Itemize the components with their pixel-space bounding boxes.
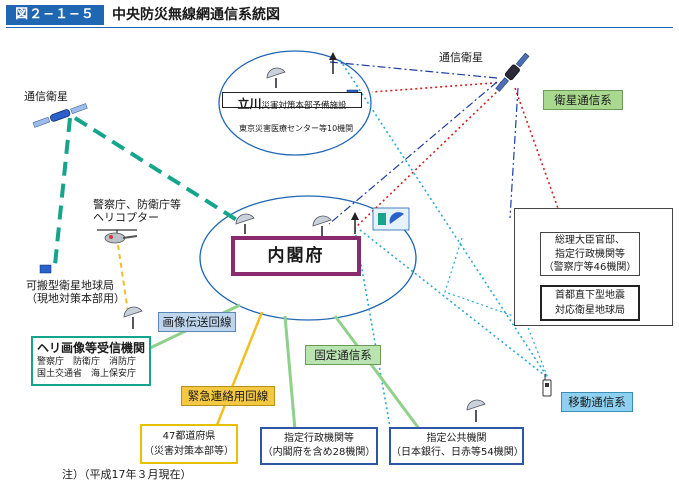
cabinet-office-label: 内閣府 (267, 246, 325, 266)
dish-antenna-icon (266, 67, 286, 88)
mobile-links (339, 59, 549, 456)
satellite-icon-right (495, 52, 530, 92)
teal-satellite-link (53, 116, 242, 266)
helicopter-icon (97, 229, 138, 244)
dish-antenna-icon (466, 399, 486, 422)
figure-number: 図２−１−５ (6, 5, 104, 25)
heli-receiver-row2: 国土交通省 海上保安庁 (37, 369, 137, 379)
mobile-station-label-1: 可搬型衛星地球局 (26, 279, 114, 292)
quake-station-line2: 対応衛星地球局 (555, 305, 625, 316)
cabinet-agencies-box: 総理大臣官邸、 指定行政機関等 （警察庁等46機関） (540, 232, 640, 276)
cabinet-ellipse (199, 195, 417, 321)
gov-agencies-line2: （内閣府を含め28機関） (262, 447, 376, 458)
red-satellite-links (354, 81, 561, 229)
blue-satellite-links (328, 61, 519, 225)
mast-antenna-icon (329, 52, 337, 74)
public-institutions-box: 指定公共機関 （日本銀行、日赤等54機関） (389, 427, 524, 465)
cabinet-office-box: 内閣府 (231, 236, 361, 276)
public-institutions-line1: 指定公共機関 (426, 433, 487, 444)
dish-antenna-icon (123, 306, 143, 329)
heli-receiver-title: ヘリ画像等受信機関 (37, 341, 146, 355)
tachikawa-main: 立川 (237, 97, 262, 111)
dish-antenna-icon (235, 213, 255, 234)
tachikawa-box: 立川災害対策本部予備施設 (222, 92, 362, 111)
figure-title: 中央防災無線網通信系統図 (112, 7, 280, 23)
dish-antenna-icon (312, 215, 332, 236)
gov-agencies-box: 指定行政機関等 （内閣府を含め28機関） (260, 427, 378, 465)
cabinet-agencies-line1: 総理大臣官邸、 (555, 235, 625, 246)
tag-mobile-route: 移動通信系 (561, 392, 633, 412)
header-rule (6, 27, 673, 28)
helicopter-label-2: ヘリコプター (93, 211, 159, 224)
quake-station-line1: 首都直下型地震 (555, 290, 625, 301)
tag-emergency-route: 緊急連絡用回線 (181, 386, 275, 406)
prefectures-line2: （災害対策本部等） (144, 446, 234, 457)
gov-agencies-line1: 指定行政機関等 (284, 433, 354, 444)
earth-station-icon (39, 264, 52, 274)
handheld-radio-icon (542, 374, 552, 397)
earth-station-icon (372, 207, 410, 231)
satellite-label-right: 通信衛星 (439, 51, 483, 64)
helicopter-label-1: 警察庁、防衛庁等 (93, 198, 181, 211)
tachikawa-sub: 災害対策本部予備施設 (261, 101, 347, 111)
cabinet-agencies-line2: 指定行政機関等 (555, 248, 625, 260)
heli-receiver-box: ヘリ画像等受信機関 警察庁 防衛庁 消防庁 国土交通省 海上保安庁 (31, 336, 151, 386)
tag-satellite-route: 衛星通信系 (543, 90, 623, 110)
footnote: 注）（平成17年３月現在） (62, 468, 192, 481)
heli-receiver-row1: 警察庁 防衛庁 消防庁 (37, 357, 137, 367)
emergency-line (213, 311, 264, 431)
prefectures-box: 47都道府県 （災害対策本部等） (140, 424, 238, 464)
prefectures-line1: 47都道府県 (162, 431, 216, 442)
tag-fixed-route: 固定通信系 (305, 345, 381, 365)
satellite-label-left: 通信衛星 (24, 90, 68, 103)
figure-header: 図２−１−５ 中央防災無線網通信系統図 (0, 0, 679, 28)
tachikawa-secondary: 東京災害医療センター等10機関 (239, 124, 354, 133)
public-institutions-line2: （日本銀行、日赤等54機関） (391, 447, 524, 458)
satellite-icon-left (32, 103, 88, 128)
cabinet-agencies-line3: （警察庁等46機関） (543, 262, 637, 273)
mast-antenna-icon (351, 212, 359, 234)
heli-link (117, 244, 129, 313)
mobile-station-label-2: （現地対策本部用） (26, 292, 125, 305)
tag-image-route: 画像伝送回線 (158, 312, 236, 332)
quake-station-box: 首都直下型地震 対応衛星地球局 (540, 285, 640, 321)
